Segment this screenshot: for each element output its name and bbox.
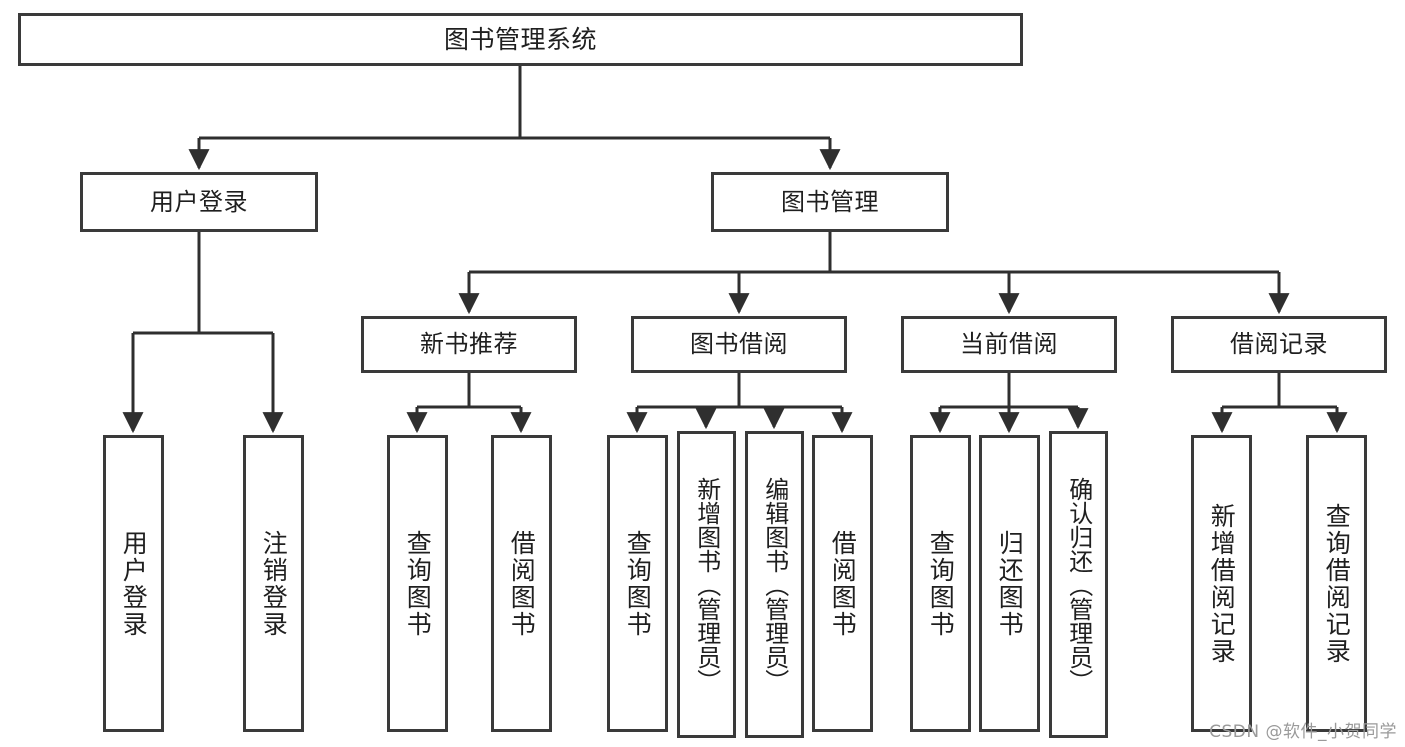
node-root-system[interactable]: 图书管理系统 [18, 13, 1023, 66]
node-label: 查询图书 [623, 529, 653, 638]
node-label: 查询图书 [403, 529, 433, 638]
leaf-book-borrow-borrow-book[interactable]: 借阅图书 [812, 435, 873, 732]
node-label: 用户登录 [119, 529, 149, 638]
node-label: 归还图书 [995, 529, 1025, 638]
leaf-book-borrow-add-book-admin[interactable]: 新增图书（管理员） [677, 431, 736, 738]
node-label: 图书管理 [781, 187, 879, 216]
node-label: 图书管理系统 [443, 24, 597, 54]
leaf-current-borrow-query-book[interactable]: 查询图书 [910, 435, 971, 732]
node-label: 新书推荐 [420, 330, 518, 359]
leaf-book-borrow-edit-book-admin[interactable]: 编辑图书（管理员） [745, 431, 804, 738]
leaf-current-borrow-return-book[interactable]: 归还图书 [979, 435, 1040, 732]
node-book-management[interactable]: 图书管理 [711, 172, 949, 232]
watermark: CSDN @软件_小贺同学 [1209, 722, 1397, 742]
leaf-user-login-login[interactable]: 用户登录 [103, 435, 164, 732]
leaf-borrow-record-query-record[interactable]: 查询借阅记录 [1306, 435, 1367, 732]
leaf-book-borrow-query-book[interactable]: 查询图书 [607, 435, 668, 732]
leaf-current-borrow-confirm-return-admin[interactable]: 确认归还（管理员） [1049, 431, 1108, 738]
node-new-book-recommend[interactable]: 新书推荐 [361, 316, 577, 373]
node-label: 当前借阅 [960, 330, 1058, 359]
node-current-borrow[interactable]: 当前借阅 [901, 316, 1117, 373]
node-label: 确认归还（管理员） [1064, 476, 1093, 693]
node-label: 查询借阅记录 [1322, 502, 1352, 665]
leaf-user-login-logout[interactable]: 注销登录 [243, 435, 304, 732]
node-user-login[interactable]: 用户登录 [80, 172, 318, 232]
node-label: 新增图书（管理员） [692, 476, 721, 693]
node-label: 借阅图书 [507, 529, 537, 638]
node-label: 图书借阅 [690, 330, 788, 359]
node-label: 借阅记录 [1230, 330, 1328, 359]
leaf-new-book-borrow-book[interactable]: 借阅图书 [491, 435, 552, 732]
node-label: 注销登录 [259, 529, 289, 638]
node-book-borrow[interactable]: 图书借阅 [631, 316, 847, 373]
node-label: 用户登录 [150, 187, 248, 216]
leaf-borrow-record-add-record[interactable]: 新增借阅记录 [1191, 435, 1252, 732]
node-label: 查询图书 [926, 529, 956, 638]
node-label: 新增借阅记录 [1207, 502, 1237, 665]
node-label: 编辑图书（管理员） [760, 476, 789, 693]
node-label: 借阅图书 [828, 529, 858, 638]
leaf-new-book-query-book[interactable]: 查询图书 [387, 435, 448, 732]
node-borrow-record[interactable]: 借阅记录 [1171, 316, 1387, 373]
